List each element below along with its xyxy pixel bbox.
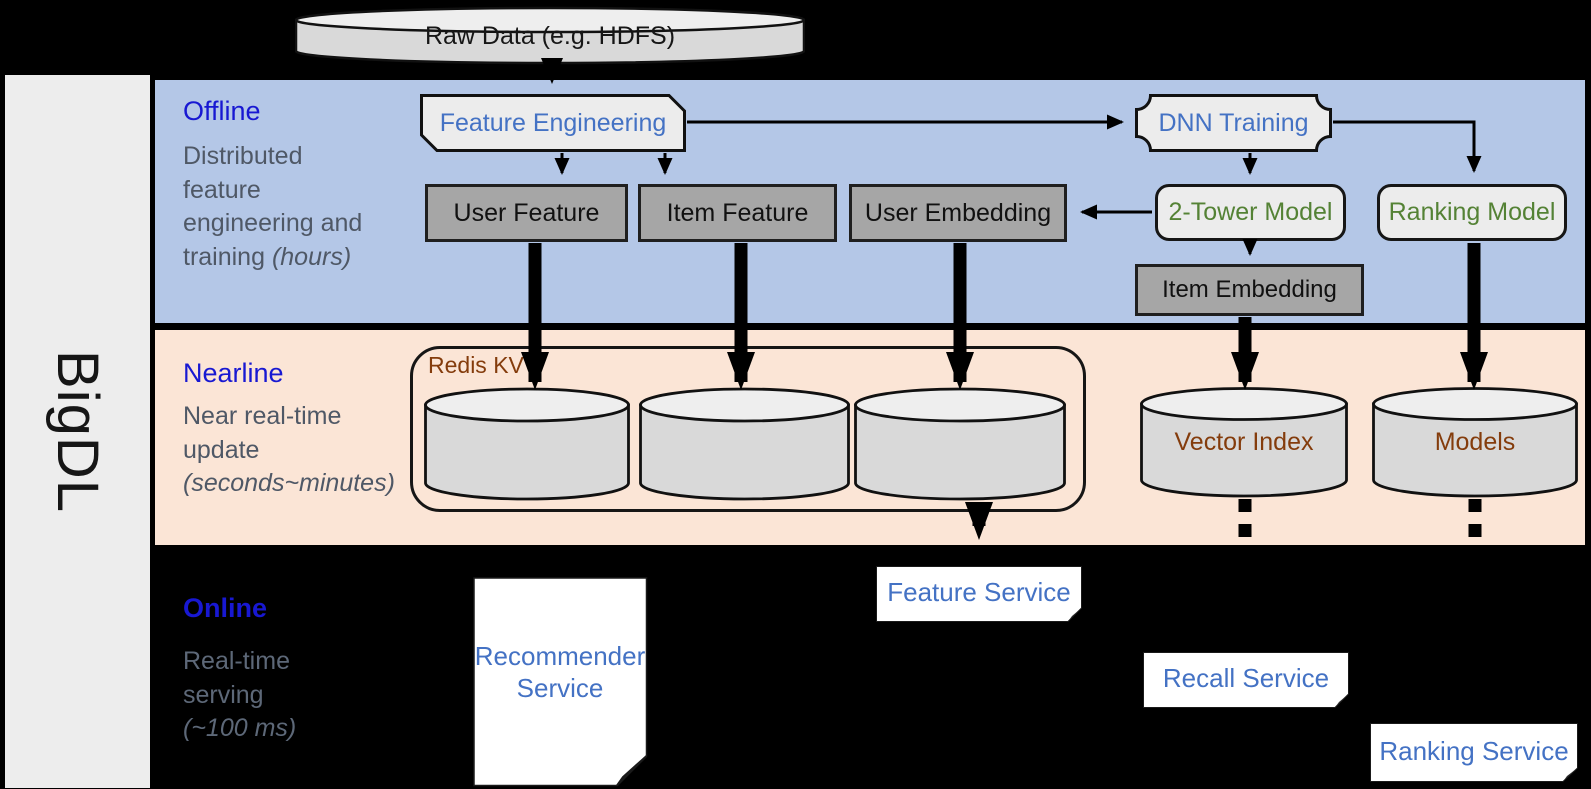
user-feature-label: User Feature <box>453 198 600 227</box>
item-embedding-label: Item Embedding <box>1162 276 1337 303</box>
ranking-service-label: Ranking Service <box>1379 735 1569 766</box>
offline-latency-note: (hours) <box>271 242 352 271</box>
feature-engineering-node <box>420 94 686 152</box>
offline-stage-subtitle: Distributed feature engineering and trai… <box>183 142 363 271</box>
raw-data-cylinder <box>295 6 805 66</box>
user-embedding-node: User Embedding <box>849 184 1067 242</box>
nearline-stage-label: Nearline <box>183 358 284 388</box>
redis-cylinder-2 <box>639 387 850 502</box>
two-tower-model-node: 2-Tower Model <box>1155 184 1346 241</box>
recommender-service-label: Recommender Service <box>474 640 646 704</box>
redis-kv-group <box>410 346 1086 512</box>
ranking-model-label: Ranking Model <box>1388 198 1556 226</box>
nearline-stage-subtitle: Near real-time update (seconds~minutes) <box>183 402 395 497</box>
recall-service-label: Recall Service <box>1162 663 1330 694</box>
dnn-training-node <box>1135 94 1332 152</box>
redis-kv-label: Redis KV <box>428 352 524 378</box>
user-feature-node: User Feature <box>425 184 628 242</box>
item-feature-label: Item Feature <box>666 198 809 227</box>
user-embedding-label: User Embedding <box>864 198 1052 227</box>
ranking-service-doc <box>1370 723 1578 782</box>
models-cylinder <box>1372 387 1578 499</box>
offline-stage-label: Offline <box>183 96 261 126</box>
bigdl-label: BigDL <box>45 350 111 513</box>
feature-service-label: Feature Service <box>887 577 1071 608</box>
redis-cylinder-1 <box>424 387 630 502</box>
recall-service-doc <box>1143 652 1349 708</box>
item-embedding-node: Item Embedding <box>1135 264 1364 316</box>
online-stage-label: Online <box>183 593 268 623</box>
online-latency-note: (~100 ms) <box>183 714 297 742</box>
online-stage-subtitle: Real-time serving (~100 ms) <box>183 647 297 742</box>
redis-cylinder-3 <box>854 387 1066 502</box>
recommender-service-doc <box>473 577 648 787</box>
item-feature-node: Item Feature <box>638 184 837 242</box>
feature-service-doc <box>876 566 1082 622</box>
bigdl-sidebar: BigDL <box>5 75 150 788</box>
ranking-model-node: Ranking Model <box>1377 184 1567 241</box>
two-tower-model-label: 2-Tower Model <box>1168 198 1333 226</box>
vector-index-label: Vector Index <box>1174 428 1314 456</box>
models-label: Models <box>1434 428 1516 456</box>
nearline-latency-note: (seconds~minutes) <box>183 469 395 497</box>
